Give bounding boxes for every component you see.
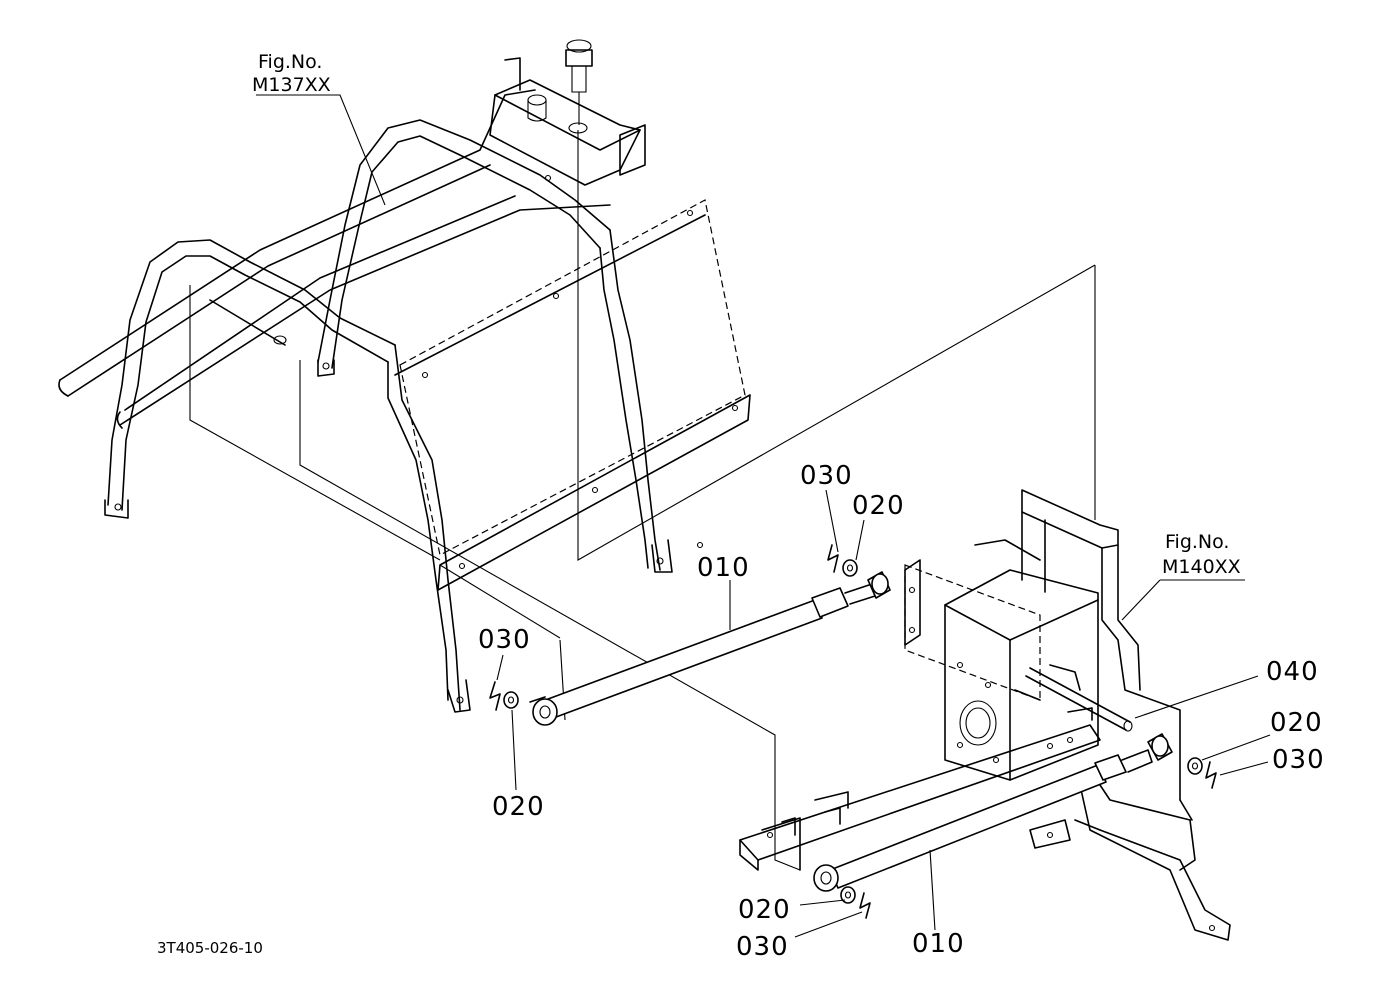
base-bracket-assembly <box>739 489 1231 941</box>
reference-lines <box>189 130 1096 871</box>
callout-010-upper: 010 <box>697 553 750 583</box>
drawing-code: 3T405-026-10 <box>157 939 263 957</box>
fig-ref-number-top-left[interactable]: M137XX <box>252 74 331 96</box>
leader-lines <box>256 94 1271 938</box>
rops-frame <box>58 39 751 713</box>
washers-and-clips <box>489 544 1217 919</box>
callout-030-top: 030 <box>800 461 853 491</box>
gas-strut-lower <box>813 733 1173 892</box>
callout-020-top: 020 <box>852 491 905 521</box>
fig-ref-label-top-left[interactable]: Fig.No. <box>258 51 322 73</box>
callout-030-right: 030 <box>1272 745 1325 775</box>
part-callouts: 030 020 010 030 020 040 020 030 020 030 … <box>478 461 1325 962</box>
callout-030-bottom: 030 <box>736 932 789 962</box>
callout-020-left: 020 <box>492 792 545 822</box>
callout-020-right: 020 <box>1270 708 1323 738</box>
gas-strut-upper <box>529 571 891 726</box>
fig-ref-number-right[interactable]: M140XX <box>1162 556 1241 578</box>
callout-030-left: 030 <box>478 625 531 655</box>
callout-040: 040 <box>1266 657 1319 687</box>
callout-010-lower: 010 <box>912 929 965 959</box>
fig-ref-label-right[interactable]: Fig.No. <box>1165 531 1229 553</box>
figure-references: Fig.No. M137XX Fig.No. M140XX <box>252 51 1241 578</box>
callout-020-bottom: 020 <box>738 895 791 925</box>
